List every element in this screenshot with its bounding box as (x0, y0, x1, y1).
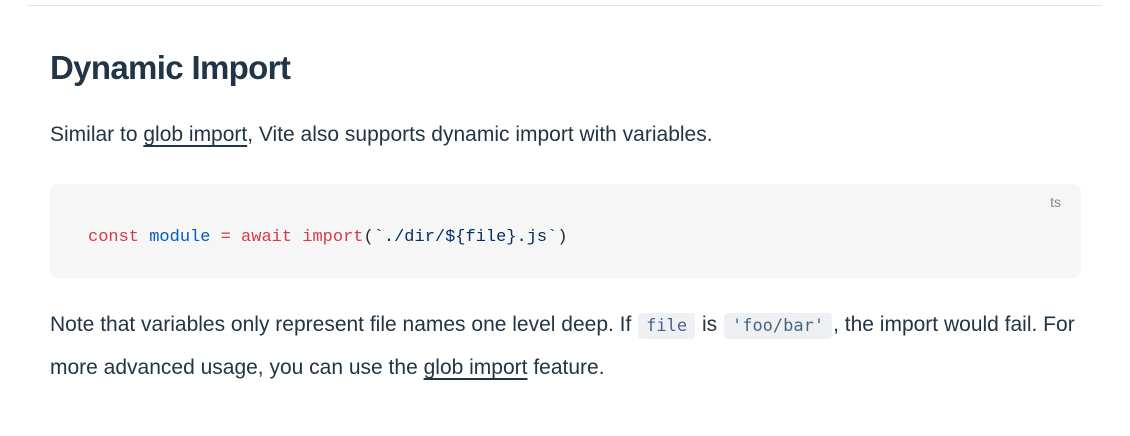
code-token-paren: ( (363, 228, 374, 247)
code-token-keyword: import (302, 228, 364, 247)
intro-text-before: Similar to (50, 123, 144, 146)
code-language-label: ts (1050, 194, 1061, 210)
intro-text-after: , Vite also supports dynamic import with… (247, 123, 713, 146)
code-content: const module = await import(`./dir/${fil… (88, 224, 1057, 250)
page-title: Dynamic Import (50, 49, 291, 86)
code-token-paren: ) (557, 228, 568, 247)
note-text-4: feature. (527, 356, 605, 379)
inline-code-foobar: 'foo/bar' (723, 313, 833, 339)
code-token-space (292, 228, 302, 247)
note-text-3: , the import would fail. For more advanc… (50, 313, 1075, 379)
code-token-space (210, 228, 220, 247)
docs-content: Dynamic Import Similar to glob import, V… (0, 48, 1130, 389)
note-text-1: Note that variables only represent file … (50, 313, 638, 336)
inline-code-file: file (638, 313, 696, 339)
code-token-space (139, 228, 149, 247)
code-token-keyword: await (241, 228, 293, 247)
code-token-keyword: const (88, 228, 140, 247)
intro-paragraph: Similar to glob import, Vite also suppor… (50, 114, 1081, 156)
glob-import-link[interactable]: glob import (143, 123, 248, 146)
code-token-string: `./dir/${file}.js` (373, 228, 558, 247)
top-divider (28, 5, 1102, 6)
code-token-variable: module (149, 228, 211, 247)
glob-import-link-2[interactable]: glob import (423, 356, 528, 379)
note-paragraph: Note that variables only represent file … (50, 304, 1081, 389)
code-token-space (231, 228, 241, 247)
code-token-operator: = (220, 228, 231, 247)
code-line: const module = await import(`./dir/${fil… (88, 228, 568, 247)
note-text-2: is (696, 313, 723, 336)
code-block: ts const module = await import(`./dir/${… (50, 184, 1081, 278)
